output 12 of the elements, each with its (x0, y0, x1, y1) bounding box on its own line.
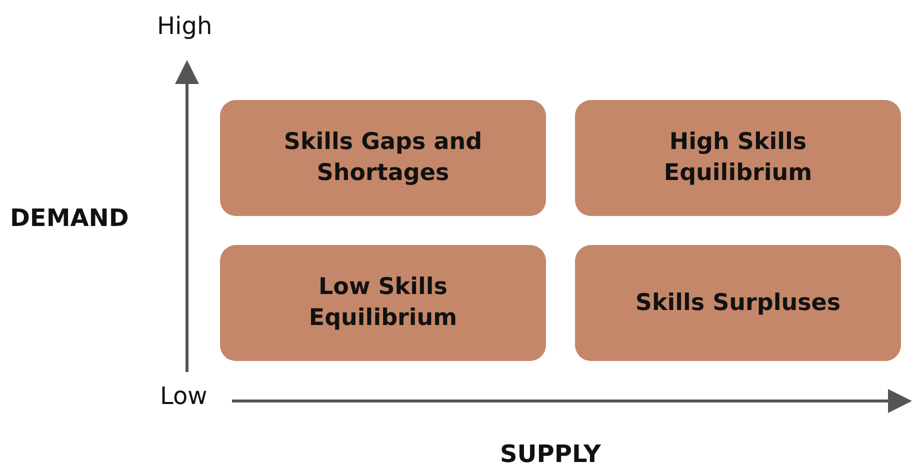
axis-end-label: High (157, 12, 212, 40)
axis-title: SUPPLY (500, 440, 601, 467)
axis-title: DEMAND (10, 204, 129, 232)
quadrant-label: Low Skills Equilibrium (308, 273, 458, 333)
axis-end-label: Low (160, 382, 208, 410)
quadrant-label: High Skills Equilibrium (662, 128, 814, 188)
quadrant-label: Skills Gaps and Shortages (282, 128, 484, 188)
quadrant-box (575, 100, 901, 216)
quadrant-label: Skills Surpluses (634, 288, 842, 318)
quadrant-box (220, 100, 546, 216)
quadrant-box (575, 245, 901, 361)
quadrant-box (220, 245, 546, 361)
